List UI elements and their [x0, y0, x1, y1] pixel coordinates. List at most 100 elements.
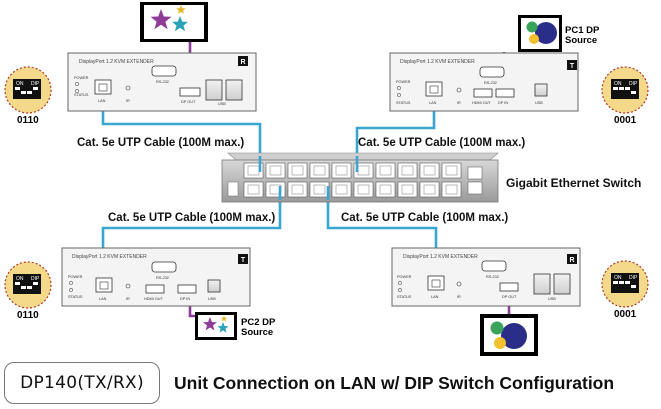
dp-out-label: DP OUT: [181, 100, 196, 104]
unit-title: DisplayPort 1.2 KVM EXTENDER: [72, 254, 147, 260]
pc1-source-icon: [518, 15, 562, 52]
yellow-star-icon: [176, 5, 186, 14]
switch-port-socket: [291, 184, 304, 195]
power-label: POWER: [74, 76, 89, 80]
rs232-port: [151, 65, 177, 77]
dip-code-bottom-right: 0001: [614, 309, 637, 320]
extender-unit-top-left: DisplayPort 1.2 KVM EXTENDER R POWER STA…: [67, 52, 257, 112]
dp-out-label: DP OUT: [502, 295, 517, 299]
teal-star-icon: [172, 16, 188, 32]
switch-port-socket: [291, 165, 304, 176]
switch-port: [309, 181, 330, 198]
dp-in-label: DP IN: [498, 101, 508, 105]
dip-dip-label: DIP: [629, 81, 638, 87]
power-label: POWER: [397, 275, 412, 279]
rs232-label: RS-232: [484, 81, 497, 85]
switch-port: [375, 181, 396, 198]
lan-port: [427, 275, 445, 291]
switch-port: [265, 181, 286, 198]
power-label: POWER: [68, 275, 83, 279]
status-label: STATUS: [396, 101, 411, 105]
dp-in-label: DP IN: [180, 297, 190, 301]
lan-port: [94, 79, 112, 95]
switch-label: Gigabit Ethernet Switch: [506, 176, 641, 190]
lan-port-label: LAN: [98, 99, 106, 103]
dip-switch-top-right: ON DIP: [601, 66, 649, 114]
switch-port-socket: [423, 165, 436, 176]
rs232-label: RS-232: [156, 276, 169, 280]
status-label: STATUS: [74, 93, 89, 97]
switch-port-socket: [313, 165, 326, 176]
switch-port: [375, 162, 396, 179]
extender-unit-top-right: DisplayPort 1.2 KVM EXTENDER T POWER STA…: [389, 52, 579, 112]
pc2-source-icon: [195, 312, 237, 340]
unit-badge: T: [241, 257, 246, 264]
switch-port: [265, 162, 286, 179]
monitor-bottom-right: [480, 314, 538, 356]
status-label: STATUS: [397, 295, 412, 299]
monitor-top-left: [140, 2, 208, 42]
switch-port-socket: [357, 184, 370, 195]
switch-port-socket: [423, 184, 436, 195]
cable-label-bottom-left: Cat. 5e UTP Cable (100M max.): [108, 212, 275, 224]
ir-port-label: IR: [457, 101, 461, 105]
switch-port: [419, 162, 440, 179]
switch-port: [397, 181, 418, 198]
rs232-label: RS-232: [486, 275, 499, 279]
lan-port-label: LAN: [429, 101, 437, 105]
switch-port: [353, 181, 374, 198]
switch-port-socket: [379, 165, 392, 176]
switch-port-socket: [445, 184, 458, 195]
extender-unit-bottom-right: DisplayPort 1.2 KVM EXTENDER R POWER STA…: [391, 247, 581, 307]
usb-label: USB: [535, 101, 543, 105]
switch-port: [441, 181, 462, 198]
pc2-source-label-2: Source: [241, 327, 273, 338]
pc2-source-label: PC2 DP: [241, 317, 276, 328]
unit-title: DisplayPort 1.2 KVM EXTENDER: [79, 59, 154, 65]
usb-label: USB: [548, 297, 556, 301]
cable-label-top-right: Cat. 5e UTP Cable (100M max.): [358, 137, 525, 149]
diagram-caption: Unit Connection on LAN w/ DIP Switch Con…: [174, 373, 615, 393]
unit-badge: T: [570, 63, 575, 70]
switch-ports: [243, 162, 462, 198]
pc1-source-label-2: Source: [565, 35, 597, 46]
power-label: POWER: [396, 80, 411, 84]
dip-on-label: ON: [614, 275, 622, 281]
dip-switch-bottom-left: ON DIP: [4, 261, 52, 309]
switch-port: [287, 162, 308, 179]
dip-on-label: ON: [16, 81, 24, 87]
extender-unit-bottom-left: DisplayPort 1.2 KVM EXTENDER T POWER STA…: [61, 247, 251, 307]
lan-port-label: LAN: [431, 295, 439, 299]
purple-star-icon: [150, 9, 172, 30]
switch-port: [353, 162, 374, 179]
switch-port: [397, 162, 418, 179]
unit-title: DisplayPort 1.2 KVM EXTENDER: [403, 254, 478, 260]
switch-port-socket: [379, 184, 392, 195]
switch-port-socket: [401, 165, 414, 176]
rs232-label: RS-232: [156, 80, 169, 84]
switch-port: [419, 181, 440, 198]
model-label: DP140(TX/RX): [4, 362, 160, 404]
dip-switch-top-left: ON DIP: [4, 66, 52, 114]
dip-on-label: ON: [16, 276, 24, 282]
usb-label: USB: [208, 297, 216, 301]
dip-switch-bottom-right: ON DIP: [601, 260, 649, 308]
switch-port-socket: [401, 184, 414, 195]
switch-port-socket: [335, 165, 348, 176]
ir-port-label: IR: [126, 297, 130, 301]
switch-port: [287, 181, 308, 198]
switch-port-socket: [313, 184, 326, 195]
lan-port: [95, 277, 113, 293]
lan-port: [425, 81, 443, 97]
pc1-source-label: PC1 DP: [565, 25, 600, 36]
cable-label-top-left: Cat. 5e UTP Cable (100M max.): [77, 137, 244, 149]
switch-port-socket: [335, 184, 348, 195]
lan-port-label: LAN: [99, 297, 107, 301]
ir-port-label: IR: [126, 99, 130, 103]
switch-port: [331, 181, 352, 198]
switch-port: [243, 162, 264, 179]
hdmi-out-label: HDMI OUT: [144, 297, 163, 301]
ethernet-switch: [221, 152, 499, 203]
dip-code-bottom-left: 0110: [17, 310, 39, 321]
